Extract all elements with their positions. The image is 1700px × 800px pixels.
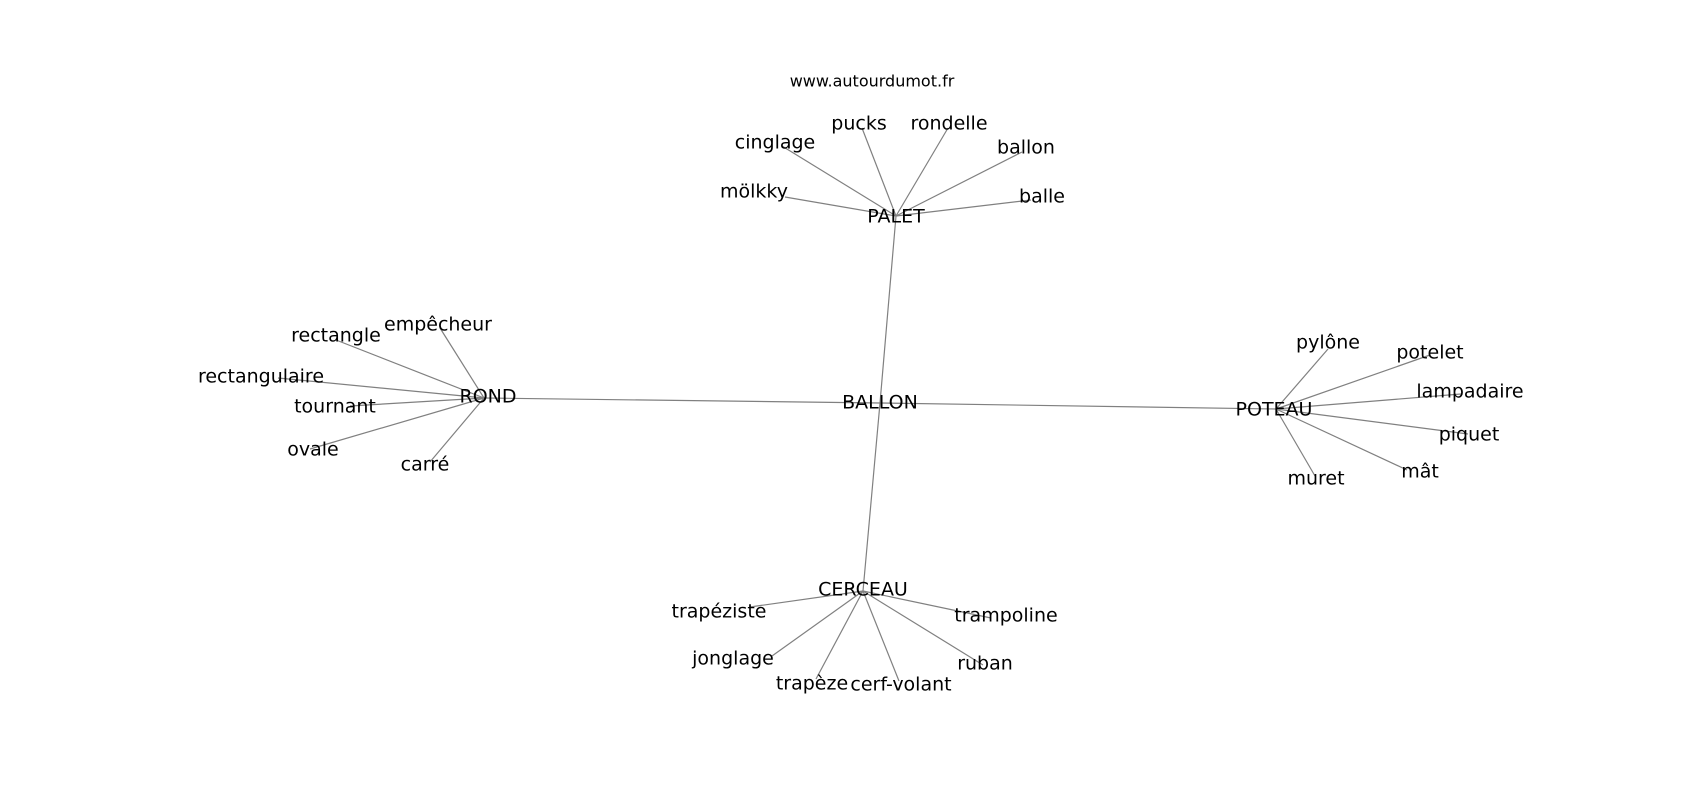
center-node-label: BALLON: [842, 392, 918, 414]
edge-palet-3: [895, 127, 949, 217]
leaf-node-palet-1: cinglage: [735, 132, 816, 154]
leaf-node-poteau-2: lampadaire: [1416, 381, 1523, 403]
edge-palet-1: [781, 145, 897, 217]
leaf-node-palet-3: rondelle: [910, 113, 987, 135]
leaf-node-poteau-5: muret: [1287, 468, 1344, 490]
graph-labels: www.autourdumot.fr BALLON PALET mölkky cin…: [198, 72, 1524, 696]
leaf-node-poteau-4: mât: [1401, 461, 1439, 483]
edge-poteau-2: [1275, 393, 1462, 410]
leaf-node-rond-5: carré: [401, 454, 450, 476]
leaf-node-palet-0: mölkky: [720, 181, 788, 203]
edge-center-cerceau: [862, 402, 881, 592]
leaf-node-poteau-0: pylône: [1296, 332, 1360, 354]
leaf-node-rond-3: tournant: [294, 396, 376, 418]
edge-palet-0: [784, 196, 897, 217]
site-watermark: www.autourdumot.fr: [790, 72, 955, 91]
edge-rond-2: [277, 377, 485, 399]
edge-rond-1: [439, 327, 485, 399]
edge-poteau-4: [1275, 408, 1408, 471]
edge-palet-2: [861, 127, 897, 217]
edge-palet-5: [895, 199, 1032, 217]
hub-node-cerceau: CERCEAU: [818, 579, 908, 601]
leaf-node-cerceau-1: jonglage: [691, 648, 774, 670]
edge-cerceau-5: [862, 590, 992, 619]
leaf-node-poteau-3: piquet: [1439, 424, 1500, 446]
edge-poteau-1: [1275, 354, 1431, 410]
hub-node-rond: ROND: [460, 386, 517, 408]
edge-center-rond: [483, 397, 881, 404]
graph-edges: [277, 127, 1469, 682]
edge-palet-4: [895, 151, 1023, 217]
leaf-node-rond-0: rectangle: [291, 325, 381, 347]
leaf-node-cerceau-3: cerf-volant: [850, 674, 951, 696]
leaf-node-cerceau-4: ruban: [957, 653, 1013, 675]
hub-node-poteau: POTEAU: [1236, 399, 1313, 421]
leaf-node-rond-4: ovale: [287, 439, 338, 461]
leaf-node-cerceau-0: trapéziste: [672, 601, 767, 623]
edge-rond-3: [349, 397, 485, 407]
edge-poteau-3: [1275, 408, 1469, 435]
edge-cerceau-2: [815, 590, 864, 680]
leaf-node-cerceau-2: trapèze: [776, 673, 848, 695]
leaf-node-rond-2: rectangulaire: [198, 366, 324, 388]
edge-rond-0: [335, 339, 485, 399]
edge-rond-4: [309, 397, 485, 450]
edge-cerceau-4: [862, 590, 984, 666]
leaf-node-palet-2: pucks: [831, 113, 886, 135]
leaf-node-cerceau-5: trampoline: [954, 605, 1057, 627]
edge-rond-5: [429, 397, 485, 463]
edge-center-poteau: [879, 402, 1277, 410]
edge-cerceau-3: [862, 590, 900, 682]
leaf-node-rond-1: empêcheur: [384, 314, 492, 336]
edge-poteau-5: [1275, 408, 1316, 477]
leaf-node-poteau-1: potelet: [1396, 342, 1463, 364]
edge-poteau-0: [1275, 348, 1329, 410]
edge-center-palet: [879, 215, 897, 404]
leaf-node-palet-4: ballon: [997, 137, 1055, 159]
edge-cerceau-1: [771, 590, 864, 657]
leaf-node-palet-5: balle: [1019, 186, 1065, 208]
hub-node-palet: PALET: [867, 206, 925, 228]
edge-cerceau-0: [749, 590, 864, 608]
